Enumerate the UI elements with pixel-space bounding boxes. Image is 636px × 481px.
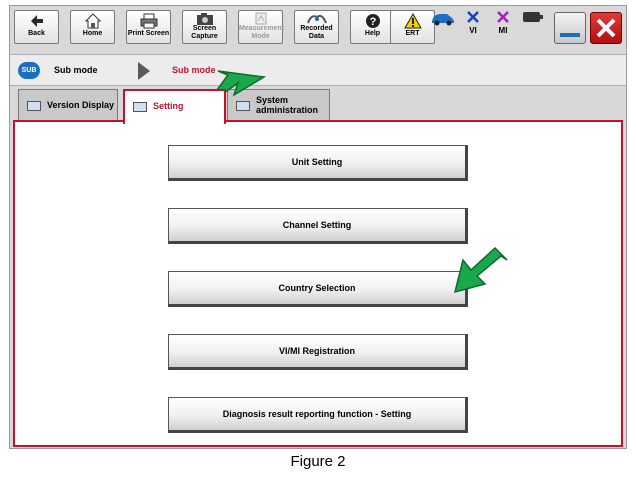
ert-label: ERT xyxy=(405,30,420,37)
recorded-data-label: Recorded Data xyxy=(300,25,333,40)
tab-version-display[interactable]: Version Display xyxy=(18,89,118,121)
measurement-mode-button[interactable]: Measurement Mode xyxy=(238,10,285,44)
country-selection-button[interactable]: Country Selection xyxy=(168,271,468,307)
vehicle-status xyxy=(428,10,458,28)
tab-setting[interactable]: Setting xyxy=(123,89,226,124)
current-mode-label: Sub mode xyxy=(172,65,216,75)
recorded-data-button[interactable]: Recorded Data xyxy=(294,10,339,44)
screen-capture-button[interactable]: Screen Capture xyxy=(182,10,227,44)
svg-text:?: ? xyxy=(369,16,376,28)
vi-label: VI xyxy=(469,26,477,35)
screen-capture-label: Screen Capture xyxy=(191,25,218,40)
tab-label: Setting xyxy=(153,101,184,111)
back-arrow-icon xyxy=(15,13,58,30)
breadcrumb-arrow-icon xyxy=(138,62,150,80)
back-button[interactable]: Back xyxy=(14,10,59,44)
battery-status xyxy=(522,10,544,26)
vi-status: VI xyxy=(462,10,484,35)
channel-setting-button[interactable]: Channel Setting xyxy=(168,208,468,244)
measurement-mode-label: Measurement Mode xyxy=(239,25,285,40)
mi-label: MI xyxy=(498,26,508,35)
setting-icon xyxy=(133,102,147,112)
camera-icon xyxy=(183,12,226,25)
unit-setting-button[interactable]: Unit Setting xyxy=(168,145,468,181)
help-button[interactable]: ? Help xyxy=(350,10,395,44)
system-administration-icon xyxy=(236,101,250,111)
version-display-icon xyxy=(27,101,41,111)
close-button[interactable] xyxy=(590,12,622,44)
submode-bar: SUB Sub mode Sub mode xyxy=(10,54,626,86)
ert-button[interactable]: ERT xyxy=(390,10,435,44)
x-mark-icon xyxy=(496,11,510,26)
help-icon: ? xyxy=(351,13,394,30)
back-label: Back xyxy=(28,30,45,37)
warning-icon xyxy=(391,12,434,30)
print-screen-label: Print Screen xyxy=(127,30,170,37)
home-icon xyxy=(71,13,114,30)
consult-window: Back Home Print Screen Screen Capture Me… xyxy=(9,5,627,449)
close-icon xyxy=(591,18,621,47)
print-screen-button[interactable]: Print Screen xyxy=(126,10,171,44)
battery-icon xyxy=(522,12,544,26)
car-icon xyxy=(430,14,456,28)
tab-label: Version Display xyxy=(47,100,115,110)
vi-mi-registration-button[interactable]: VI/MI Registration xyxy=(168,334,468,370)
mi-status: MI xyxy=(492,10,514,35)
sub-mode-badge[interactable]: SUB xyxy=(18,62,40,79)
help-label: Help xyxy=(364,30,381,37)
x-mark-icon xyxy=(466,11,480,26)
tab-label: System administration xyxy=(256,95,319,115)
toolbar: Back Home Print Screen Screen Capture Me… xyxy=(10,6,626,50)
home-label: Home xyxy=(82,30,103,37)
printer-icon xyxy=(127,13,170,30)
sub-mode-label: Sub mode xyxy=(54,65,98,75)
diagnosis-result-reporting-button[interactable]: Diagnosis result reporting function - Se… xyxy=(168,397,468,433)
minimize-icon xyxy=(555,30,585,47)
measurement-icon xyxy=(239,12,282,25)
arrow-to-country-selection-icon xyxy=(453,246,508,294)
figure-caption: Figure 2 xyxy=(290,453,346,470)
setting-panel: Unit Setting Channel Setting Country Sel… xyxy=(13,120,623,447)
home-button[interactable]: Home xyxy=(70,10,115,44)
minimize-button[interactable] xyxy=(554,12,586,44)
recorded-data-icon xyxy=(295,12,338,25)
tab-system-administration[interactable]: System administration xyxy=(227,89,330,121)
